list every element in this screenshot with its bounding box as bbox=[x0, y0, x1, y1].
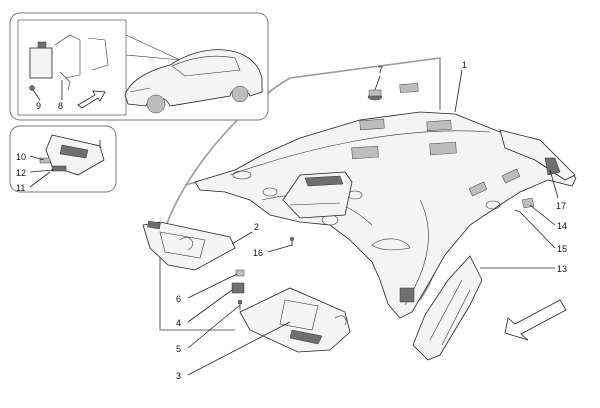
callout-17: 17 bbox=[556, 201, 566, 211]
callout-5: 5 bbox=[176, 344, 181, 354]
callout-12: 12 bbox=[16, 168, 26, 178]
callout-8: 8 bbox=[58, 101, 63, 111]
sun-visor-right bbox=[239, 287, 351, 353]
direction-arrow bbox=[504, 299, 567, 341]
callout-14: 14 bbox=[557, 221, 567, 231]
callout-15: 15 bbox=[557, 244, 567, 254]
callout-labels: 1 2 3 4 5 6 7 8 9 10 11 12 13 14 15 16 1… bbox=[16, 60, 567, 381]
callout-11: 11 bbox=[16, 183, 25, 193]
callout-4: 4 bbox=[176, 318, 181, 328]
callout-13: 13 bbox=[557, 264, 567, 274]
car-inset bbox=[9, 12, 269, 121]
callout-2: 2 bbox=[254, 222, 259, 232]
leader-lines bbox=[29, 69, 559, 376]
callout-16: 16 bbox=[253, 248, 263, 258]
headliner-panel bbox=[194, 111, 577, 319]
clip-part bbox=[367, 83, 419, 101]
hardware-parts bbox=[231, 197, 535, 310]
sun-visor-left bbox=[142, 220, 236, 271]
callout-3: 3 bbox=[176, 371, 181, 381]
callout-6: 6 bbox=[176, 294, 181, 304]
callout-7: 7 bbox=[378, 65, 383, 75]
callout-9: 9 bbox=[36, 101, 41, 111]
pillar-trim bbox=[412, 255, 483, 361]
visor-inset bbox=[9, 125, 117, 193]
callout-1: 1 bbox=[462, 60, 467, 70]
callout-10: 10 bbox=[16, 152, 26, 162]
